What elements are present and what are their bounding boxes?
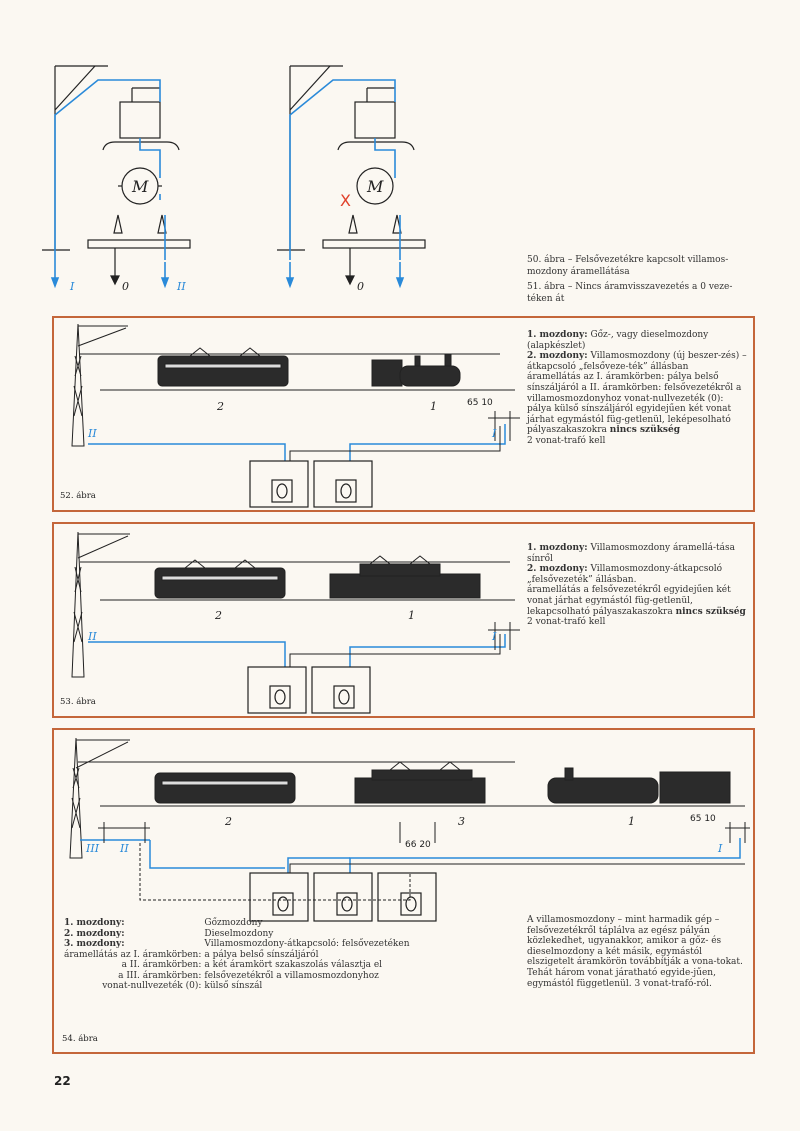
fig51-motor-label: M — [366, 177, 384, 196]
fig52-track-2: 2 — [216, 400, 224, 413]
fig52-desc-1: 1. mozdony: Gőz-, vagy dieselmozdony (al… — [527, 330, 709, 351]
fig50-label-I: I — [69, 280, 75, 293]
fig54-legend: 1. mozdony:Gőzmozdony 2. mozdony:Dieselm… — [64, 918, 413, 992]
fig53-track-2: 2 — [214, 609, 222, 622]
fig51-pantograph — [322, 87, 426, 286]
legend-row: a III. áramkörben:felsővezetékről a vill… — [118, 970, 379, 981]
fig52-circuit-II: II — [87, 427, 97, 440]
legend-row: a II. áramkörben:a két áramkört szakaszo… — [121, 960, 383, 970]
figure-54-frame — [52, 728, 755, 1054]
caption-51: 51. ábra – Nincs áramvisszavezetés a 0 v… — [527, 282, 733, 304]
fig53-desc-2: 2. mozdony: Villamosmozdony-átkapcsoló „… — [527, 564, 723, 585]
fig51-fault-mark: X — [340, 191, 351, 210]
fig54-code-1: 65 10 — [690, 814, 716, 824]
fig54-track-2: 2 — [224, 815, 232, 828]
fig52-loco-steam — [371, 353, 461, 387]
fig54-circuit-II: II — [119, 842, 129, 855]
fig50-motor-label: M — [131, 177, 149, 196]
fig54-code-2: 66 20 — [405, 840, 431, 850]
fig52-loco-electric — [157, 347, 289, 387]
fig53-desc-end: 2 vonat-trafó kell — [527, 617, 606, 628]
fig54-track-3: 3 — [458, 815, 465, 828]
fig52-desc-2: 2. mozdony: Villamosmozdony (új beszer-z… — [527, 351, 747, 372]
fig54-label: 54. ábra — [62, 1034, 98, 1044]
fig54-circuit-I: I — [717, 842, 723, 855]
fig52-description: 1. mozdony: Gőz-, vagy dieselmozdony (al… — [527, 330, 749, 447]
figure-54-diagram: 2 3 1 65 10 66 20 III II I — [69, 737, 750, 922]
legend-row: 1. mozdony:Gőzmozdony — [64, 918, 263, 928]
figure-50-diagram: M I 0 II M X 0 — [42, 65, 426, 293]
fig50-label-II: II — [176, 280, 186, 293]
fig53-loco-electric-2 — [154, 559, 286, 599]
fig53-label: 53. ábra — [60, 697, 96, 707]
fig52-desc-rest: áramellátás az I. áramkörben: pálya bels… — [527, 372, 742, 436]
figure-52-frame — [52, 316, 755, 512]
fig52-code: 65 10 — [467, 398, 493, 408]
fig52-circuit-I: I — [491, 427, 497, 440]
fig54-loco-electric — [354, 761, 486, 804]
fig54-track-1: 1 — [628, 815, 635, 828]
caption-50: 50. ábra – Felsővezetékre kapcsolt villa… — [527, 255, 729, 277]
fig52-desc-end: 2 vonat-trafó kell — [527, 435, 606, 446]
fig50-mast — [42, 65, 108, 251]
figure-53-diagram: 2 1 II I — [71, 531, 520, 714]
fig51-label-0: 0 — [357, 280, 364, 293]
fig50-wire — [50, 79, 170, 289]
figure-53-frame — [52, 522, 755, 718]
page-number: 22 — [54, 1074, 71, 1088]
fig53-track-1: 1 — [408, 609, 415, 622]
fig53-circuit-II: II — [87, 630, 97, 643]
fig51-mast — [277, 65, 343, 251]
fig54-circuit-III: III — [85, 842, 100, 855]
legend-row: 2. mozdony:Dieselmozdony — [64, 928, 274, 939]
fig54-loco-steam — [547, 767, 731, 804]
legend-row: 3. mozdony:Villamosmozdony-átkapcsoló: f… — [64, 939, 410, 949]
fig50-label-0: 0 — [122, 280, 129, 293]
legend-row: vonat-nullvezeték (0):külső sínszál — [102, 981, 263, 991]
fig53-loco-electric-1 — [329, 555, 481, 599]
fig52-label: 52. ábra — [60, 491, 96, 501]
fig53-description: 1. mozdony: Villamosmozdony áramellá-tás… — [527, 543, 749, 628]
fig54-loco-diesel — [154, 772, 296, 804]
legend-row: áramellátás az I. áramkörben:a pálya bel… — [64, 949, 319, 960]
fig51-wire — [285, 79, 405, 289]
fig54-right-text: A villamosmozdony – mint harmadik gép – … — [527, 915, 743, 989]
fig53-circuit-I: I — [491, 630, 497, 643]
fig52-track-1: 1 — [430, 400, 437, 413]
fig53-desc-rest: áramellátás a felsővezetékről egyidejűen… — [527, 585, 746, 617]
figure-52-diagram: 2 1 65 10 II I — [71, 323, 520, 508]
fig53-desc-1: 1. mozdony: Villamosmozdony áramellá-tás… — [527, 543, 735, 564]
